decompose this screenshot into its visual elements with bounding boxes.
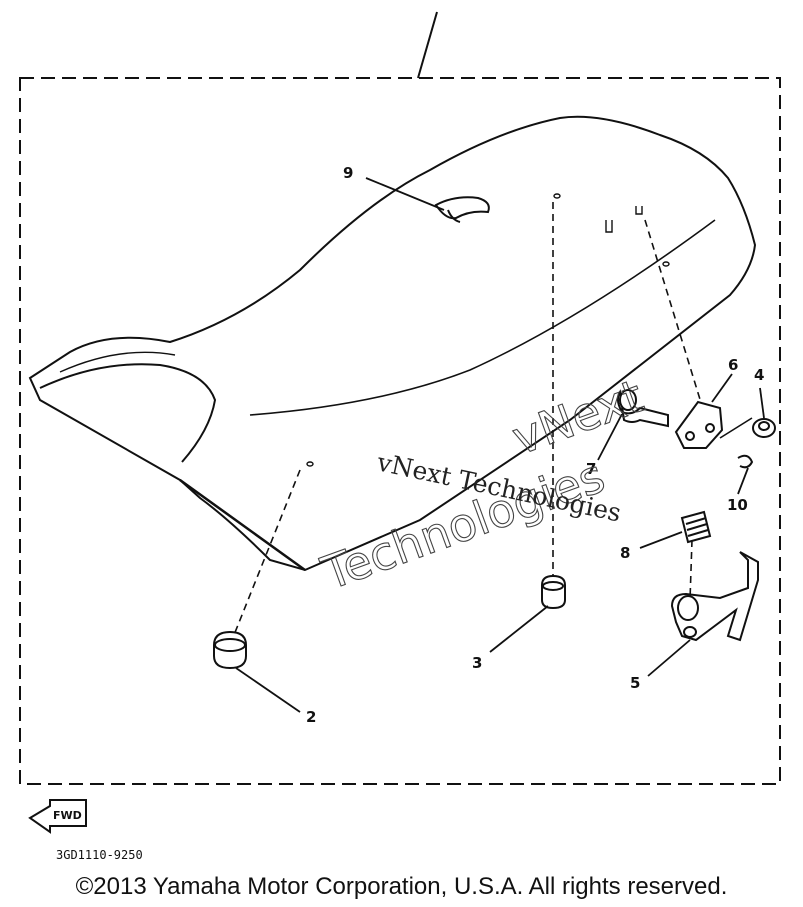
callout-4: 4 <box>754 366 764 384</box>
callout-3: 3 <box>472 654 482 672</box>
copyright-notice: ©2013 Yamaha Motor Corporation, U.S.A. A… <box>75 873 728 900</box>
lock-lever-part-5 <box>670 551 759 642</box>
bolt-part-7 <box>616 389 669 428</box>
grommet-part-2 <box>213 630 247 670</box>
callout-8: 8 <box>620 544 630 562</box>
lock-bracket-part-6 <box>674 400 724 449</box>
leader-10 <box>737 467 749 495</box>
assembly-boundary <box>19 77 781 785</box>
leader-7 <box>597 413 623 461</box>
grommet-part-4 <box>752 418 776 438</box>
leader-4 <box>759 387 765 419</box>
fwd-label: FWD <box>53 809 82 822</box>
callout-9: 9 <box>343 164 353 182</box>
callout-10: 10 <box>727 496 748 514</box>
callout-5: 5 <box>630 674 640 692</box>
spring-part-8 <box>680 510 712 544</box>
seat <box>28 115 757 572</box>
leader-6 <box>711 373 733 403</box>
strap-part-9 <box>434 196 490 223</box>
clip-part-10 <box>737 454 754 469</box>
leader-2 <box>235 667 301 713</box>
fwd-arrow-icon: FWD <box>28 799 87 834</box>
assembly-lines <box>231 202 711 641</box>
leader-5 <box>647 639 691 677</box>
leader-1 <box>417 11 438 79</box>
callout-7: 7 <box>586 460 596 478</box>
seat-holes <box>306 193 670 467</box>
leader-8 <box>639 531 683 549</box>
leader-9 <box>365 177 445 211</box>
leader-3 <box>489 605 549 653</box>
damper-part-3 <box>541 574 566 610</box>
callout-6: 6 <box>728 356 738 374</box>
drawing-code: 3GD1110-9250 <box>56 848 143 862</box>
callout-2: 2 <box>306 708 316 726</box>
